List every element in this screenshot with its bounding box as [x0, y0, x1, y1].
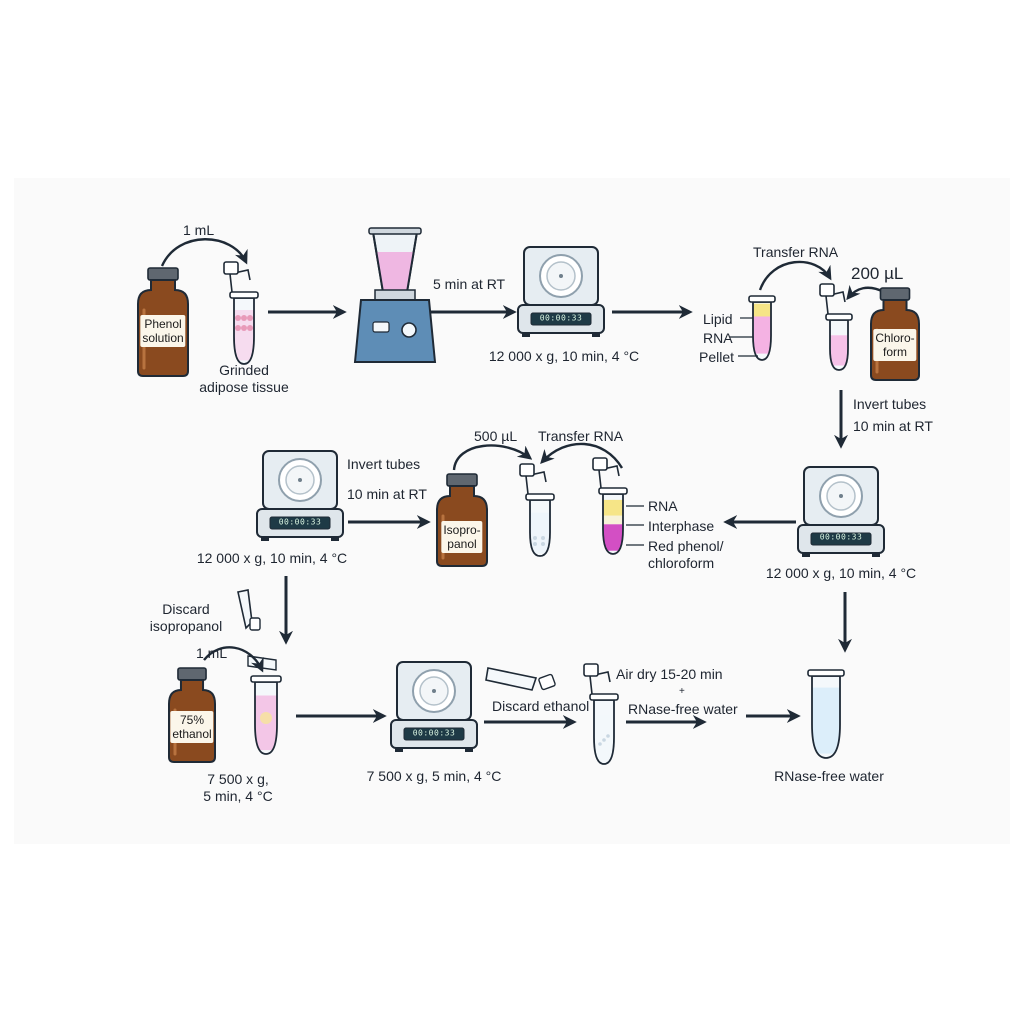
centrifuge-1 — [517, 246, 605, 337]
transfer-rna-1-label: Transfer RNA — [753, 244, 839, 260]
dry-tube — [583, 663, 619, 765]
ethanol-volume-label: 1 mL — [196, 645, 228, 661]
rnase-water-step-label: RNase-free water — [628, 701, 738, 717]
drop — [598, 742, 602, 746]
centrifuge-display: 00:00:33 — [278, 517, 322, 527]
centrifuge-display: 00:00:33 — [412, 728, 456, 738]
invert-time-2-label: 10 min at RT — [347, 486, 427, 502]
spin-3-label: 12 000 x g, 10 min, 4 °C — [196, 550, 348, 566]
centrifuge-display: 00:00:33 — [819, 532, 863, 542]
rnase-water-final-label: RNase-free water — [774, 768, 884, 784]
tissue-tube — [223, 261, 259, 365]
invert-tubes-1-label: Invert tubes — [853, 396, 927, 412]
tissue-piece — [235, 325, 241, 331]
spin-5-label: 7 500 x g, 5 min, 4 °C — [366, 768, 502, 784]
spin-2-label: 12 000 x g, 10 min, 4 °C — [765, 565, 917, 581]
precipitate — [541, 542, 545, 546]
spin-4-label: 7 500 x g,5 min, 4 °C — [203, 771, 273, 804]
precipitate — [541, 536, 545, 540]
rna-tube-1 — [819, 283, 853, 371]
invert-tubes-2-label: Invert tubes — [347, 456, 421, 472]
centrifuge-display: 00:00:33 — [539, 313, 583, 323]
homogenizer — [353, 227, 437, 363]
pour-arrow-ethanol — [203, 646, 264, 673]
transfer-arrow-2 — [540, 442, 624, 469]
layered-tube — [748, 295, 776, 361]
drop — [602, 738, 606, 742]
final-tube — [807, 669, 845, 759]
layer-pellet-label: Pellet — [699, 349, 735, 365]
tissue-piece — [241, 315, 247, 321]
centrifuge-4 — [390, 661, 478, 752]
layer-lipid-label: Lipid — [703, 311, 733, 327]
discard-tube-isopropanol — [237, 589, 261, 631]
discard-ethanol-label: Discard ethanol — [492, 698, 590, 714]
centrifuge-3 — [256, 450, 344, 541]
discard-tube-ethanol — [485, 667, 556, 691]
drop — [606, 734, 610, 738]
bottle-label-chloroform: Chloro-form — [873, 329, 917, 361]
chloroform-volume-label: 200 µL — [851, 264, 904, 283]
phase-interphase-label: Interphase — [648, 518, 715, 534]
centrifuge-2 — [797, 466, 885, 557]
invert-time-1-label: 10 min at RT — [853, 418, 933, 434]
rna-tube-2 — [519, 463, 555, 557]
bottle-label-isopropanol: Isopro-panol — [441, 521, 483, 553]
phenol-volume-label: 1 mL — [183, 222, 215, 238]
bottle-label-ethanol: 75%ethanol — [170, 711, 214, 743]
tissue-piece — [247, 325, 253, 331]
transfer-rna-2-label: Transfer RNA — [538, 428, 624, 444]
precipitate — [533, 536, 537, 540]
phase-tube — [592, 457, 628, 555]
isopropanol-arrow — [452, 444, 533, 471]
spin-1-label: 12 000 x g, 10 min, 4 °C — [488, 348, 640, 364]
transfer-arrow-1 — [758, 260, 832, 291]
pour-arrow-phenol — [160, 238, 248, 267]
precipitate — [533, 542, 537, 546]
phase-rna-label: RNA — [648, 498, 678, 514]
isopropanol-volume-label: 500 µL — [474, 428, 518, 444]
plus-label: + — [679, 686, 685, 697]
tissue-piece — [235, 315, 241, 321]
chloroform-arrow — [846, 284, 885, 301]
phase-red-label: Red phenol/chloroform — [648, 538, 724, 571]
layer-rna-label: RNA — [703, 330, 733, 346]
homogenize-time-label: 5 min at RT — [433, 276, 506, 292]
tissue-piece — [241, 325, 247, 331]
rna-pellet — [260, 712, 272, 724]
tissue-piece — [247, 315, 253, 321]
air-dry-label: Air dry 15-20 min — [616, 666, 723, 682]
